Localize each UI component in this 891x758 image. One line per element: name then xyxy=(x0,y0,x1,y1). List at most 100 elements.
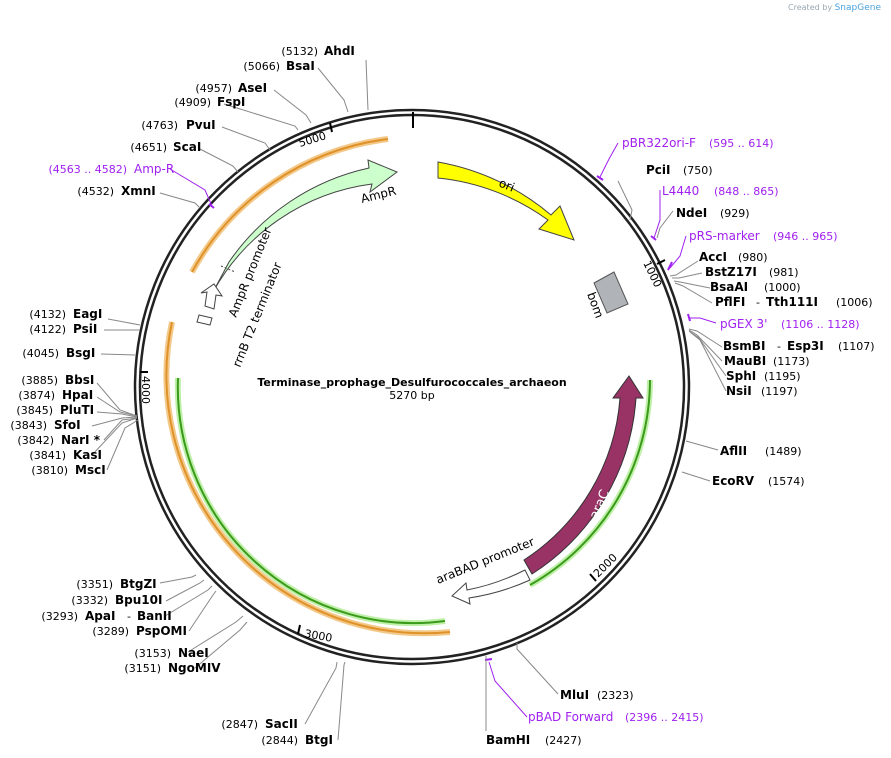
site-name-label: EcoRV xyxy=(712,474,755,488)
feature-ori[interactable]: ori xyxy=(437,161,575,241)
site-position-label: (980) xyxy=(738,251,768,264)
site-bbsi[interactable]: (3885)BbsI xyxy=(21,373,94,387)
map-line xyxy=(653,190,661,239)
primer-amp-r[interactable]: (4563 .. 4582)Amp-R xyxy=(48,162,174,176)
site-hpai[interactable]: (3874)HpaI xyxy=(18,388,93,402)
site-pluti[interactable]: (3845)PluTI xyxy=(16,403,94,417)
site-fspi[interactable]: (4909)FspI xyxy=(174,95,245,109)
site-position-label: (4563 .. 4582) xyxy=(48,163,127,176)
site-btgi[interactable]: (2844)BtgI xyxy=(261,733,333,747)
site-position-label: (4909) xyxy=(174,96,211,109)
site-sphi[interactable]: SphI(1195) xyxy=(726,369,801,383)
site-name-label: NsiI xyxy=(726,384,752,398)
site-apai[interactable]: (3293)ApaI-BanII xyxy=(41,609,171,623)
site-ngomiv[interactable]: (3151)NgoMIV xyxy=(124,661,221,675)
ampr-promoter-divider xyxy=(220,265,236,273)
tick-3000 xyxy=(297,624,301,635)
site-name-label: ApaI xyxy=(85,609,115,623)
primer-pgex3[interactable]: pGEX 3'(1106 .. 1128) xyxy=(720,317,860,331)
site-maubi[interactable]: MauBI(1173) xyxy=(724,354,810,368)
site-name-label: AhdI xyxy=(324,44,355,58)
snapgene-watermark: Created by SnapGene xyxy=(788,3,881,13)
map-line xyxy=(165,321,451,635)
site-name-label: BbsI xyxy=(65,373,94,387)
site-position-label: (2396 .. 2415) xyxy=(625,711,704,724)
site-name-label: Bpu10I xyxy=(115,593,162,607)
site-position-label: (981) xyxy=(769,266,799,279)
site-position-label: (1574) xyxy=(768,475,805,488)
site-bpu10i[interactable]: (3332)Bpu10I xyxy=(71,593,162,607)
site-position-label: (3842) xyxy=(17,434,54,447)
site-msci[interactable]: (3810)MscI xyxy=(31,463,105,477)
map-line xyxy=(685,440,719,451)
map-line xyxy=(690,317,717,324)
site-position-label: (1106 .. 1128) xyxy=(781,318,860,331)
primer-l4440[interactable]: L4440(848 .. 865) xyxy=(662,184,779,198)
site-mlui[interactable]: MluI(2323) xyxy=(560,688,634,702)
site-asei[interactable]: (4957)AseI xyxy=(195,81,267,95)
map-line xyxy=(689,331,727,392)
site-name-label: EagI xyxy=(73,307,102,321)
site-bsgi[interactable]: (4045)BsgI xyxy=(22,346,95,360)
map-line xyxy=(169,168,213,207)
site-ndei[interactable]: NdeI(929) xyxy=(676,206,750,220)
site-xmni[interactable]: (4532)XmnI xyxy=(77,184,155,198)
site-sfoi[interactable]: (3843)SfoI xyxy=(10,418,80,432)
site-sacii[interactable]: (2847)SacII xyxy=(221,717,297,731)
site-name-label: pRS-marker xyxy=(689,229,760,243)
site-bstz17i[interactable]: BstZ17I(981) xyxy=(705,265,799,279)
primers: pBR322ori-F(595 .. 614) L4440(848 .. 865… xyxy=(48,136,859,724)
site-name-label: PspOMI xyxy=(136,624,187,638)
map-line xyxy=(91,416,138,427)
site-name-label: KasI xyxy=(73,448,102,462)
site-nari[interactable]: (3842)NarI * xyxy=(17,433,100,447)
primer-leader-lines xyxy=(169,142,717,718)
map-line xyxy=(672,272,703,279)
site-bsmbi[interactable]: BsmBI-Esp3I(1107) xyxy=(723,339,875,353)
site-ecorv[interactable]: EcoRV (1574) xyxy=(712,474,805,488)
map-line xyxy=(165,579,205,602)
site-naei[interactable]: (3153)NaeI xyxy=(134,646,208,660)
ori-label: ori xyxy=(497,176,517,195)
site-name-label: XmnI xyxy=(121,184,156,198)
primer-pbr322ori-f[interactable]: pBR322ori-F(595 .. 614) xyxy=(622,136,774,150)
site-aflii[interactable]: AflII(1489) xyxy=(720,444,802,458)
primer-pbad-forward[interactable]: pBAD Forward(2396 .. 2415) xyxy=(528,710,704,724)
site-acci[interactable]: AccI(980) xyxy=(699,250,768,264)
site-eagi[interactable]: (4132)EagI xyxy=(29,307,102,321)
site-nsii[interactable]: NsiI(1197) xyxy=(726,384,798,398)
feature-ampr[interactable]: AmpR xyxy=(212,159,399,293)
map-line xyxy=(223,103,299,131)
primer-prs-marker[interactable]: pRS-marker(946 .. 965) xyxy=(689,229,838,243)
site-name-label: Esp3I xyxy=(787,339,824,353)
site-pflfi[interactable]: PflFI-Tth111I(1006) xyxy=(715,295,873,309)
site-ahdi[interactable]: (5132)AhdI xyxy=(281,44,354,58)
map-line xyxy=(164,585,213,617)
sites-left: (5132)AhdI (5066)BsaI (4957)AseI (4909)F… xyxy=(10,44,354,747)
site-bamhi[interactable]: BamHI(2427) xyxy=(486,733,582,747)
map-line xyxy=(688,328,723,348)
site-bsaai[interactable]: BsaAI(1000) xyxy=(710,280,801,294)
feature-arabad-promoter[interactable]: araBAD promoter xyxy=(434,535,536,605)
site-position-label: (4122) xyxy=(29,323,66,336)
site-scai[interactable]: (4651)ScaI xyxy=(130,140,201,154)
site-position-label: (2323) xyxy=(597,689,634,702)
site-pvui[interactable]: (4763)PvuI xyxy=(141,118,215,132)
map-line xyxy=(617,180,633,221)
map-line xyxy=(688,329,723,362)
map-line xyxy=(674,282,713,304)
map-line xyxy=(187,615,244,653)
site-kasi[interactable]: (3841)KasI xyxy=(29,448,102,462)
site-pcii[interactable]: PciI(750) xyxy=(646,163,713,177)
site-pspomi[interactable]: (3289)PspOMI xyxy=(92,624,187,638)
ampr-promoter-arrow xyxy=(200,283,224,310)
site-btgzi[interactable]: (3351)BtgZI xyxy=(76,577,156,591)
tick-5000 xyxy=(329,122,333,133)
site-position-label: (3151) xyxy=(124,662,161,675)
site-psii[interactable]: (4122)PsiI xyxy=(29,322,97,336)
tick-label-4000: 4000 xyxy=(139,376,152,404)
site-bsai[interactable]: (5066)BsaI xyxy=(243,59,314,73)
primer-mark-pgex xyxy=(687,313,691,322)
feature-bom[interactable]: bom xyxy=(584,271,629,320)
map-line xyxy=(96,411,138,418)
